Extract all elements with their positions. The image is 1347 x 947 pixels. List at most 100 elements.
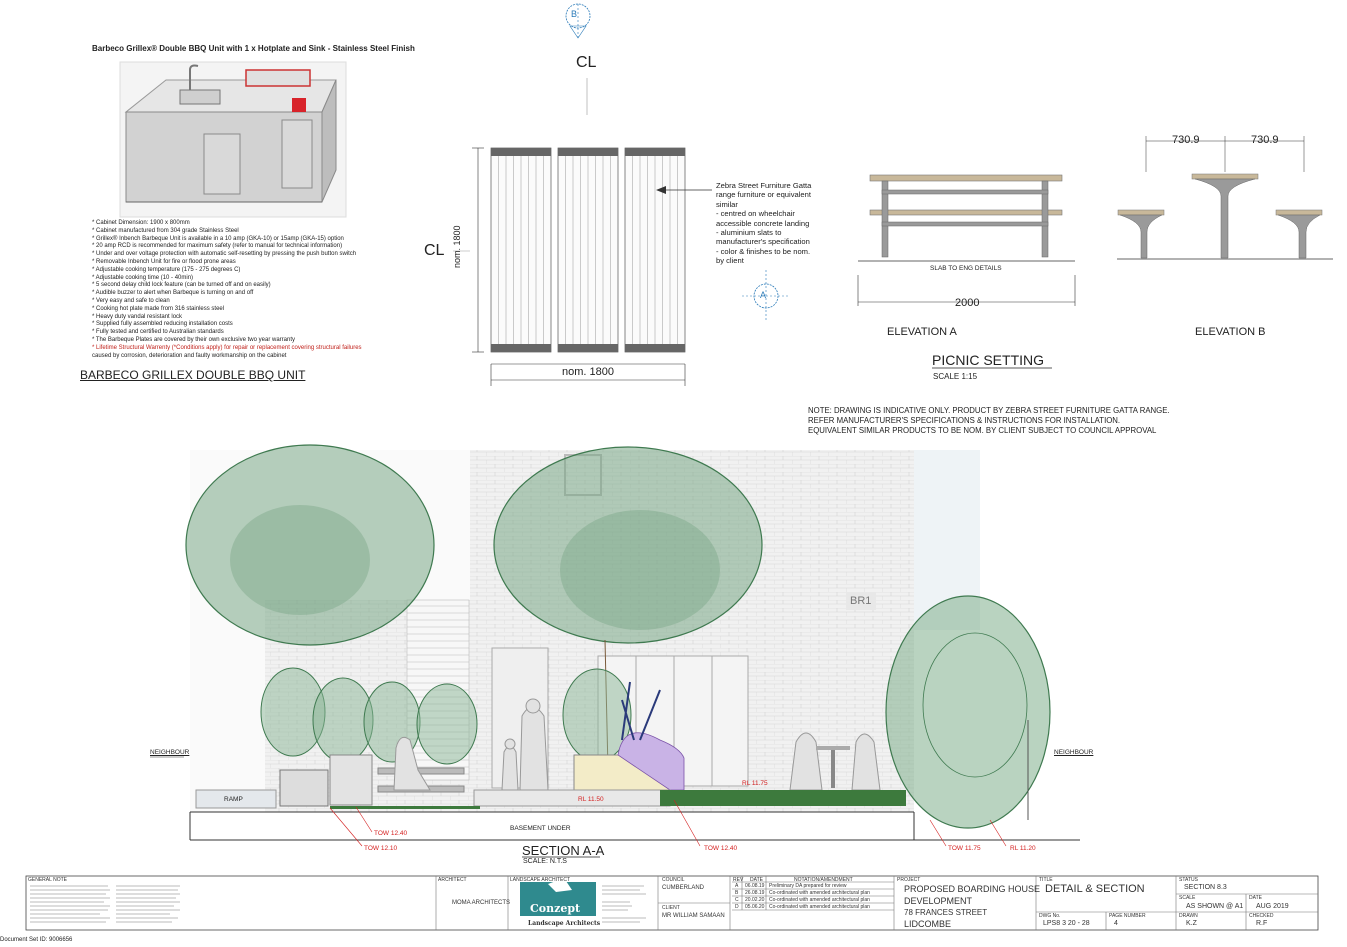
level-rl-1150: RL 11.50 (578, 796, 604, 803)
status-label: STATUS (1179, 877, 1198, 883)
picnic-setting-heading: PICNIC SETTING (932, 352, 1045, 368)
spec-item: * Very easy and safe to clean (92, 297, 170, 304)
level-rl-1175: RL 11.75 (742, 780, 768, 787)
level-tow-1175: TOW 11.75 (948, 845, 981, 852)
architect-value: MOMA ARCHITECTS (452, 900, 511, 906)
rev-row: Preliminary DA prepared for review (769, 883, 847, 889)
centerline-label-top: CL (576, 54, 597, 71)
document-set-id: Document Set ID: 9006656 (0, 937, 73, 943)
general-notes-label: GENERAL NOTE (28, 877, 67, 883)
basement-label: BASEMENT UNDER (510, 825, 571, 832)
indicative-note: NOTE: DRAWING IS INDICATIVE ONLY. PRODUC… (808, 406, 1170, 436)
level-tow-1240-a: TOW 12.40 (374, 830, 408, 837)
rev-header-date: DATE (750, 877, 763, 883)
elevation-a-dim: 2000 (955, 297, 980, 309)
elevation-a-label: ELEVATION A (887, 326, 957, 338)
level-rl-1120: RL 11.20 (1010, 845, 1036, 852)
rev-header-notation: NOTATION/AMENDMENT (794, 877, 853, 883)
checked-label: CHECKED (1249, 913, 1274, 919)
neighbour-label-left: NEIGHBOUR (150, 749, 190, 756)
callout-line: by client (716, 256, 744, 266)
project-details: PROPOSED BOARDING HOUSE DEVELOPMENT 78 F… (904, 884, 1040, 930)
note-line: REFER MANUFACTURER'S SPECIFICATIONS & IN… (808, 416, 1121, 425)
spec-item-warranty: * Lifetime Structural Warrenty (*Conditi… (92, 344, 362, 351)
spec-item: * The Barbeque Plates are covered by the… (92, 336, 295, 343)
council-value: CUMBERLAND (662, 885, 705, 891)
building-ref-br1: BR1 (850, 595, 872, 607)
council-label: COUNCIL (662, 877, 685, 883)
logo-name: Conzept (530, 902, 581, 915)
section-scale: SCALE: N.T.S (523, 858, 567, 865)
bbq-heading: BARBECO GRILLEX DOUBLE BBQ UNIT (80, 368, 306, 382)
bbq-product-title: Barbeco Grillex® Double BBQ Unit with 1 … (92, 44, 415, 53)
rev-row: C (735, 897, 739, 903)
rev-row: 06.08.19 (745, 883, 765, 889)
ramp-label: RAMP (224, 796, 243, 803)
rev-row: A (735, 883, 739, 889)
spec-item: * Under and over voltage protection with… (92, 251, 357, 258)
callout-line: - centred on wheelchair (716, 209, 795, 219)
spec-item: * Adjustable cooking time (10 - 40min) (92, 274, 194, 281)
bbq-spec-list: * Cabinet Dimension: 1900 x 800mm * Cabi… (92, 220, 362, 360)
spec-item: * Removable Inbench Unit for fire or flo… (92, 258, 236, 265)
rev-row: 26.08.19 (745, 890, 765, 896)
spec-item: * Cooking hot plate made from 316 stainl… (92, 305, 225, 312)
project-line: LIDCOMBE (904, 918, 952, 929)
rev-row: Co-ordinated with amended architectural … (769, 897, 870, 903)
logo-subtitle: Landscape Architects (528, 920, 601, 927)
spec-item: caused by corrosion, deterioration and f… (92, 352, 287, 359)
neighbour-label-right: NEIGHBOUR (1054, 749, 1094, 756)
title-label: TITLE (1039, 877, 1053, 883)
callout-line: manufacturer's specification (716, 237, 810, 247)
slab-note: SLAB TO ENG DETAILS (930, 265, 1002, 272)
note-line: NOTE: DRAWING IS INDICATIVE ONLY. PRODUC… (808, 406, 1170, 415)
spec-item: * Cabinet Dimension: 1900 x 800mm (92, 220, 190, 226)
callout-line: - color & finishes to be nom. (716, 246, 811, 256)
plan-dim-horizontal: nom. 1800 (562, 366, 614, 378)
dwg-value: LPS8 3 20 - 28 (1043, 920, 1090, 927)
project-line: DEVELOPMENT (904, 895, 973, 906)
spec-item: * 20 amp RCD is recommended for maximum … (92, 243, 343, 250)
section-marker-a: A (760, 290, 767, 300)
checked-value: R.F (1256, 920, 1268, 927)
section-heading: SECTION A-A (522, 843, 605, 858)
spec-item: * Adjustable cooking temperature (175 - … (92, 266, 241, 273)
note-line: EQUIVALENT SIMILAR PRODUCTS TO BE NOM. B… (808, 426, 1157, 435)
elevation-b-label: ELEVATION B (1195, 326, 1266, 338)
centerline-label-left: CL (424, 242, 445, 259)
drawing-title: DETAIL & SECTION (1045, 883, 1145, 895)
scale-label: SCALE (1179, 895, 1196, 901)
elevation-b-dim-2: 730.9 (1251, 134, 1279, 146)
architect-label: ARCHITECT (438, 877, 467, 883)
page-number-label: PAGE NUMBER (1109, 913, 1146, 919)
rev-row: Co-ordinated with amended architectural … (769, 904, 870, 910)
project-line: PROPOSED BOARDING HOUSE (904, 884, 1041, 894)
rev-row: 20.02.20 (745, 897, 765, 903)
landscape-architect-label: LANDSCAPE ARCHITECT (510, 877, 571, 883)
project-label: PROJECT (897, 877, 921, 883)
spec-item: * Heavy duty vandal resistant lock (92, 313, 183, 320)
client-value: MR WILLIAM SAMAAN (662, 913, 725, 919)
callout-line: similar (716, 199, 738, 209)
status-value: SECTION 8.3 (1184, 884, 1227, 891)
level-tow-1210: TOW 12.10 (364, 845, 398, 852)
rev-row: B (735, 890, 739, 896)
date-value: AUG 2019 (1256, 903, 1289, 910)
plan-dim-vertical: nom. 1800 (452, 225, 462, 268)
elevation-b-dim-1: 730.9 (1172, 134, 1200, 146)
client-label: CLIENT (662, 905, 680, 911)
rev-row: D (735, 904, 739, 910)
spec-item: * Fully tested and certified to Australi… (92, 329, 224, 336)
page-number-value: 4 (1114, 920, 1118, 927)
rev-row: 05.06.20 (745, 904, 765, 910)
spec-item: * Supplied fully assembled reducing inst… (92, 321, 233, 328)
date-label: DATE (1249, 895, 1262, 901)
drawn-value: K.Z (1186, 920, 1197, 927)
furniture-callout: Zebra Street Furniture Gatta range furni… (716, 181, 811, 266)
drawn-label: DRAWN (1179, 913, 1198, 919)
callout-line: range furniture or equivalent (716, 190, 811, 200)
